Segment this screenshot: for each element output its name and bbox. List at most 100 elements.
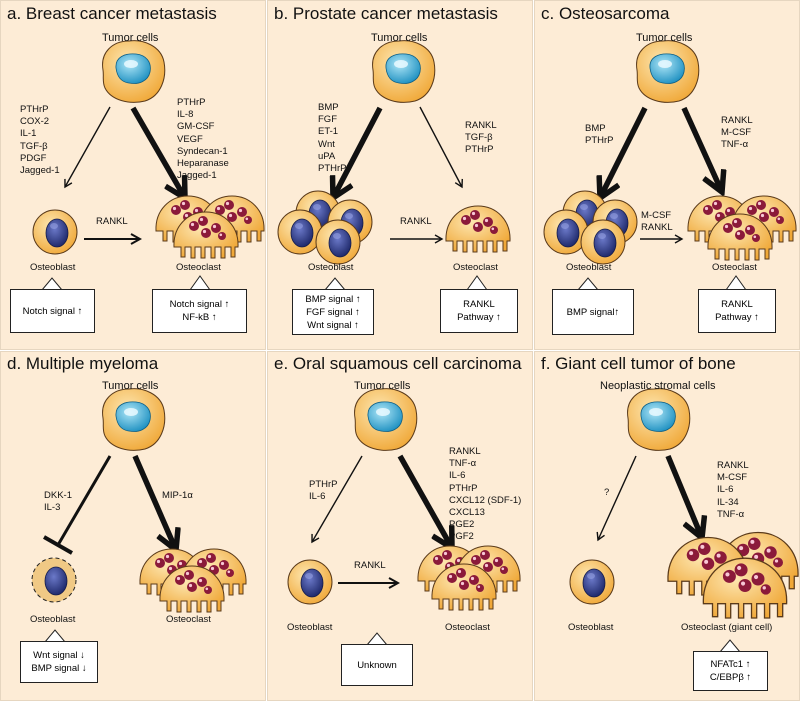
panel-e-arrow-label: RANKL: [354, 560, 386, 571]
stromal-cell-f: [627, 388, 691, 451]
panel-b-left-factors-line: BMP: [318, 102, 339, 113]
tumor-cell-d: [102, 388, 166, 451]
panel-d-osteoblast-label: Osteoblast: [30, 614, 76, 625]
panel-f-right-factors-line: RANKL: [717, 460, 749, 471]
panel-e-osteoclast-label: Osteoclast: [445, 622, 490, 633]
callout-pointer-c-left: [577, 277, 599, 291]
panel-c-left-box: BMP signal↑: [552, 289, 634, 335]
panel-f-left-factors: ?: [604, 487, 609, 499]
osteoblast-b4: [315, 219, 361, 265]
panel-b-left-factors-line: Wnt: [318, 138, 335, 150]
panel-b-left-box-line: Wnt signal ↑: [307, 319, 359, 331]
panel-d-right-factors: MIP-1α: [162, 490, 193, 502]
callout-pointer-e: [366, 632, 388, 646]
panel-c-title: c. Osteosarcoma: [541, 4, 670, 23]
osteoclast-b: [445, 205, 511, 253]
panel-c-osteoblast-label: Osteoblast: [566, 262, 612, 273]
inhibit-line-d: [56, 455, 112, 546]
panel-e-center-box: Unknown: [341, 644, 413, 686]
arrow-a-left: [64, 106, 111, 189]
arrow-a-right: [130, 106, 185, 198]
panel-b-right-factors-line: RANKL: [465, 120, 497, 131]
panel-a-left-factors-line: COX-2: [20, 116, 50, 128]
panel-a-right-factors-line: Jagged-1: [177, 170, 217, 182]
callout-pointer-a-right: [189, 275, 211, 291]
panel-a-left-factors-line: TGF-β: [20, 140, 48, 152]
panel-e-osteoblast-label: Osteoblast: [287, 622, 333, 633]
panel-b-osteoblast-label: Osteoblast: [308, 262, 354, 273]
callout-pointer-b-right: [466, 275, 488, 291]
panel-b-left-factors-line: PTHrP: [318, 163, 347, 175]
panel-d-left-factors-line: DKK-1: [44, 490, 72, 501]
panel-a-right-factors-line: Heparanase: [177, 158, 229, 170]
arrow-e-right: [397, 454, 452, 548]
inhibit-bar-d: [43, 535, 73, 555]
arrow-c-right: [681, 106, 722, 192]
panel-b-left-factors-line: ET-1: [318, 126, 339, 138]
panel-b-right-factors-line: PTHrP: [465, 144, 494, 156]
panel-e-right-factors-line: CXCL12 (SDF-1): [449, 494, 522, 506]
panel-e-left-factors-line: IL-6: [309, 491, 326, 503]
panel-f-right-box-line: NFATc1 ↑: [710, 659, 751, 670]
panel-a-title: a. Breast cancer metastasis: [7, 4, 217, 23]
panel-c-left-factors-line: PTHrP: [585, 135, 614, 147]
panel-f-right-box-line: C/EBPβ ↑: [709, 672, 752, 683]
callout-pointer-d: [44, 629, 66, 643]
panel-b-osteoclast-label: Osteoclast: [453, 262, 498, 273]
panel-a-osteoblast-label: Osteoblast: [30, 262, 76, 273]
panel-b-right-box-line: RANKL: [463, 299, 495, 310]
panel-a-right-box-line: Notch signal ↑: [169, 299, 230, 310]
panel-e-right-factors-line: IL-6: [449, 470, 466, 482]
panel-a-left-factors-line: PDGF: [20, 152, 47, 164]
panel-e-right-factors-line: RANKL: [449, 446, 481, 457]
tumor-cell-e: [354, 388, 418, 451]
panel-a-right-box-line: NF-kB ↑: [182, 312, 217, 323]
panel-c-left-box-line: BMP signal↑: [566, 306, 620, 318]
panel-b-right-factors-line: TGF-β: [465, 132, 493, 144]
callout-pointer-f: [719, 639, 741, 653]
osteoblast-d-dashed: [31, 557, 77, 603]
tumor-cell-c: [636, 40, 700, 103]
panel-c-header: Tumor cells: [636, 32, 693, 44]
panel-c-right-box-line: RANKL: [721, 299, 753, 310]
tumor-cell-a: [102, 40, 166, 103]
panel-b-left-box: BMP signal ↑FGF signal ↑Wnt signal ↑: [292, 289, 374, 335]
panel-d-osteoclast-label: Osteoclast: [166, 614, 211, 625]
arrow-c-left: [600, 106, 648, 198]
panel-a-right-factors-line: PTHrP: [177, 97, 206, 108]
panel-b-title: b. Prostate cancer metastasis: [274, 4, 498, 23]
panel-a-left-factors-line: IL-1: [20, 128, 37, 140]
callout-pointer-c-right: [725, 275, 747, 291]
arrow-d-right: [132, 454, 176, 550]
panel-a-arrow-label: RANKL: [96, 216, 128, 227]
panel-b-header: Tumor cells: [371, 32, 428, 44]
panel-a-left-factors-line: PTHrP: [20, 104, 49, 115]
panel-f-right-box: NFATc1 ↑ C/EBPβ ↑: [693, 651, 768, 691]
panel-e-right-factors-line: PTHrP: [449, 482, 478, 494]
panel-e-title: e. Oral squamous cell carcinoma: [274, 354, 522, 373]
panel-a-right-factors-line: VEGF: [177, 133, 203, 145]
panel-d-left-box-line: BMP signal ↓: [31, 663, 87, 674]
panel-c-arrow-label-line: RANKL: [641, 222, 673, 234]
callout-pointer-a-left: [41, 277, 63, 291]
panel-e-center-box-line: Unknown: [357, 659, 397, 671]
arrow-f-left: [596, 455, 637, 542]
callout-pointer-b-left: [324, 277, 346, 291]
panel-a-right-factors-line: IL-8: [177, 109, 194, 121]
panel-f-osteoblast-label: Osteoblast: [568, 622, 614, 633]
panel-a-left-box: Notch signal ↑: [10, 289, 95, 333]
panel-d-header: Tumor cells: [102, 380, 159, 392]
panel-f-right-factors-line: M-CSF: [717, 472, 748, 484]
panel-e-header: Tumor cells: [354, 380, 411, 392]
